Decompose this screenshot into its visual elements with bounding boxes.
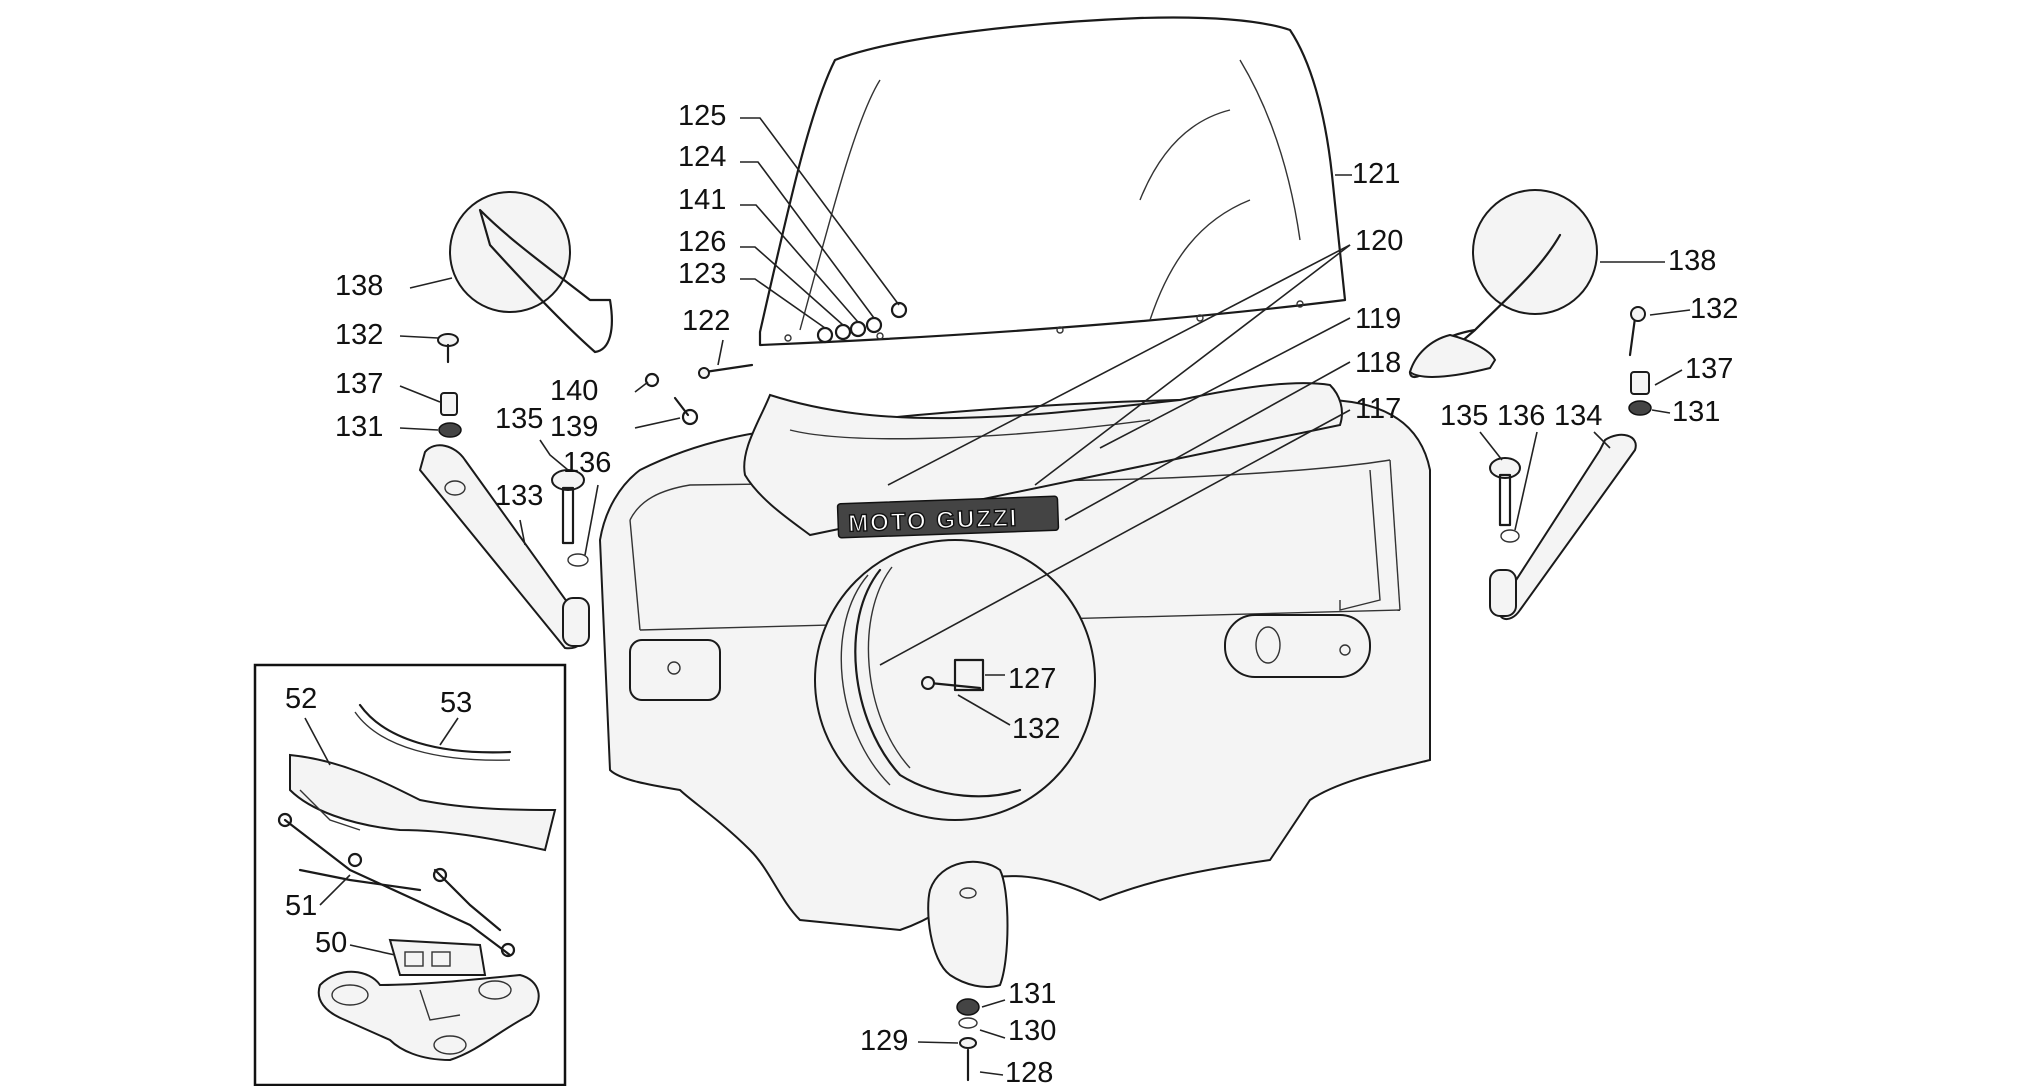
callout-117: 117 — [1355, 393, 1401, 425]
callout-132-right: 132 — [1690, 293, 1738, 325]
inset-panel — [253, 663, 567, 1086]
left-mirror — [449, 191, 699, 426]
callout-52: 52 — [285, 683, 317, 715]
callout-132-headlight: 132 — [1012, 713, 1060, 745]
callout-131-left: 131 — [335, 411, 383, 443]
callout-128: 128 — [1005, 1057, 1053, 1086]
callout-labels: 125 124 141 126 123 122 121 120 119 118 … — [285, 100, 1738, 1086]
callout-124: 124 — [678, 141, 726, 173]
callout-127: 127 — [1008, 663, 1056, 695]
right-stalk — [1489, 306, 1652, 620]
callout-119: 119 — [1355, 303, 1401, 335]
callout-121: 121 — [1352, 158, 1400, 190]
callout-138-right: 138 — [1668, 245, 1716, 277]
callout-51: 51 — [285, 890, 317, 922]
left-stalk — [418, 333, 590, 650]
callout-126: 126 — [678, 226, 726, 258]
callout-141: 141 — [678, 184, 726, 216]
callout-134: 134 — [1554, 400, 1602, 432]
callout-130: 130 — [1008, 1015, 1056, 1047]
callout-139: 139 — [550, 411, 598, 443]
bottom-fasteners — [956, 998, 980, 1082]
windshield — [758, 16, 1347, 347]
callout-138-left: 138 — [335, 270, 383, 302]
callout-129: 129 — [860, 1025, 908, 1057]
callout-135-right: 135 — [1440, 400, 1488, 432]
leader-lines — [304, 117, 1691, 1076]
headlight-detail — [814, 539, 1096, 821]
callout-53: 53 — [440, 687, 472, 719]
callout-131-right: 131 — [1672, 396, 1720, 428]
callout-122: 122 — [682, 305, 730, 337]
callout-135-left: 135 — [495, 403, 543, 435]
callout-125: 125 — [678, 100, 726, 132]
callout-132-left: 132 — [335, 319, 383, 351]
callout-136-right: 136 — [1497, 400, 1545, 432]
callout-50: 50 — [315, 927, 347, 959]
brand-logo-text: MOTO GUZZI — [848, 505, 1019, 538]
callout-137-right: 137 — [1685, 353, 1733, 385]
callout-131-bottom: 131 — [1008, 978, 1056, 1010]
windshield-hardware — [698, 301, 908, 379]
callout-118: 118 — [1355, 347, 1401, 379]
callout-120: 120 — [1355, 225, 1403, 257]
right-mirror — [1408, 189, 1598, 379]
callout-140: 140 — [550, 375, 598, 407]
callout-136-left: 136 — [563, 447, 611, 479]
callout-123: 123 — [678, 258, 726, 290]
callout-133: 133 — [495, 480, 543, 512]
upper-trim: MOTO GUZZI — [743, 382, 1343, 539]
callout-137-left: 137 — [335, 368, 383, 400]
